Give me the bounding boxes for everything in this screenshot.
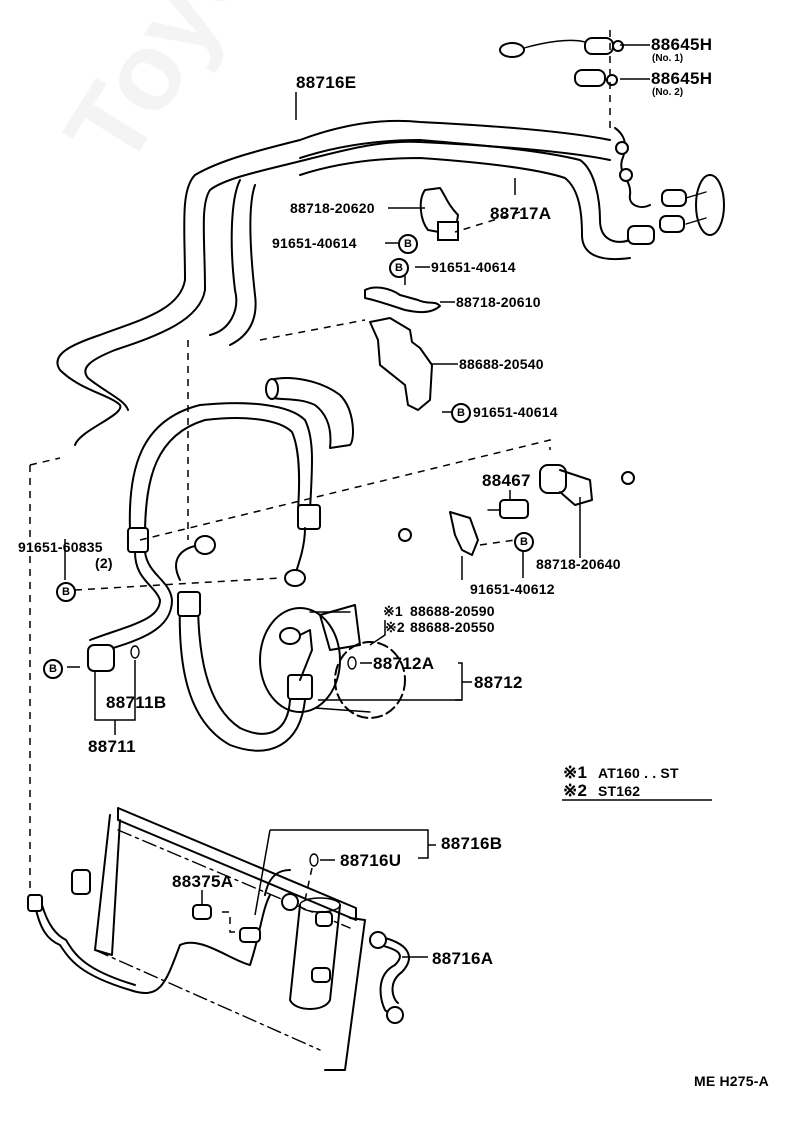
part-mark-2: ※2	[385, 619, 405, 635]
part-label-88712A[interactable]: 88712A	[373, 654, 435, 673]
part-label-91651-40614-b[interactable]: 91651-40614	[431, 259, 516, 275]
o-ring-88716U[interactable]	[309, 853, 319, 867]
nut-left	[398, 528, 412, 542]
part-note-no1: (No. 1)	[652, 53, 684, 64]
part-label-88718-20640[interactable]: 88718-20640	[536, 556, 621, 572]
hose-end-fittings	[614, 127, 725, 245]
fitting-88711[interactable]	[87, 644, 140, 672]
part-label-91651-40614-c[interactable]: 91651-40614	[473, 404, 558, 420]
cushion-88375A[interactable]	[192, 904, 212, 920]
discharge-hose[interactable]	[175, 535, 313, 752]
part-label-88645H-no2[interactable]: 88645H	[651, 69, 713, 88]
diagram-code: ME H275-A	[694, 1073, 769, 1089]
hose-88716E[interactable]	[56, 119, 611, 446]
part-label-88711[interactable]: 88711	[88, 737, 136, 756]
legend-text-2: ST162	[598, 783, 641, 799]
part-label-88716B[interactable]: 88716B	[441, 834, 503, 853]
part-mark-1: ※1	[383, 603, 403, 619]
part-label-88718-20620[interactable]: 88718-20620	[290, 200, 375, 216]
part-label-88718-20610[interactable]: 88718-20610	[456, 294, 541, 310]
part-label-88645H-no1[interactable]: 88645H	[651, 35, 713, 54]
bolt-b-symbol: B	[43, 659, 63, 679]
bracket-88688-20540[interactable]	[369, 317, 433, 411]
legend-text-1: AT160 . . ST	[598, 765, 679, 781]
part-label-88688-20550[interactable]: 88688-20550	[410, 619, 495, 635]
suction-hose[interactable]	[89, 402, 321, 653]
part-label-88375A[interactable]: 88375A	[172, 872, 234, 891]
nut-right	[621, 471, 635, 485]
sensor-88645H-no1[interactable]	[499, 37, 624, 58]
bolt-b-symbol: B	[56, 582, 76, 602]
part-label-88688-20540[interactable]: 88688-20540	[459, 356, 544, 372]
bolt-b-symbol: B	[398, 234, 418, 254]
part-label-88716E[interactable]: 88716E	[296, 73, 357, 92]
liquid-line[interactable]	[27, 869, 299, 994]
part-label-88716A[interactable]: 88716A	[432, 949, 494, 968]
part-label-88717A[interactable]: 88717A	[490, 204, 552, 223]
part-label-88711B[interactable]: 88711B	[106, 693, 167, 712]
bracket-88718-20640[interactable]	[539, 464, 593, 506]
part-label-88712[interactable]: 88712	[474, 673, 523, 692]
legend-mark-2: ※2	[563, 781, 588, 800]
bolt-b-symbol: B	[389, 258, 409, 278]
part-label-91651-40614-a[interactable]: 91651-40614	[272, 235, 357, 251]
part-label-88467[interactable]: 88467	[482, 471, 531, 490]
condenser	[71, 807, 366, 1071]
part-label-91651-40612[interactable]: 91651-40612	[470, 581, 555, 597]
receiver-dryer	[289, 897, 341, 1010]
legend-mark-1: ※1	[563, 763, 588, 782]
clamp-88718-20610[interactable]	[364, 286, 441, 314]
hose-short-bend	[265, 377, 354, 449]
leader-lines	[64, 44, 712, 958]
part-label-88688-20590[interactable]: 88688-20590	[410, 603, 495, 619]
bracket-small	[449, 511, 479, 556]
compressor	[259, 604, 406, 719]
part-note-no2: (No. 2)	[652, 87, 684, 98]
part-qty-91651-60835: (2)	[95, 555, 113, 571]
part-label-91651-60835[interactable]: 91651-60835	[18, 539, 103, 555]
clamp-88718-20620[interactable]	[419, 187, 459, 241]
bolt-b-symbol: B	[514, 532, 534, 552]
hose-88717A[interactable]	[209, 139, 631, 346]
pressure-switch-88467[interactable]	[487, 499, 529, 519]
part-label-88716U[interactable]: 88716U	[340, 851, 402, 870]
pipe-88716A[interactable]	[369, 931, 410, 1024]
bolt-b-symbol: B	[451, 403, 471, 423]
